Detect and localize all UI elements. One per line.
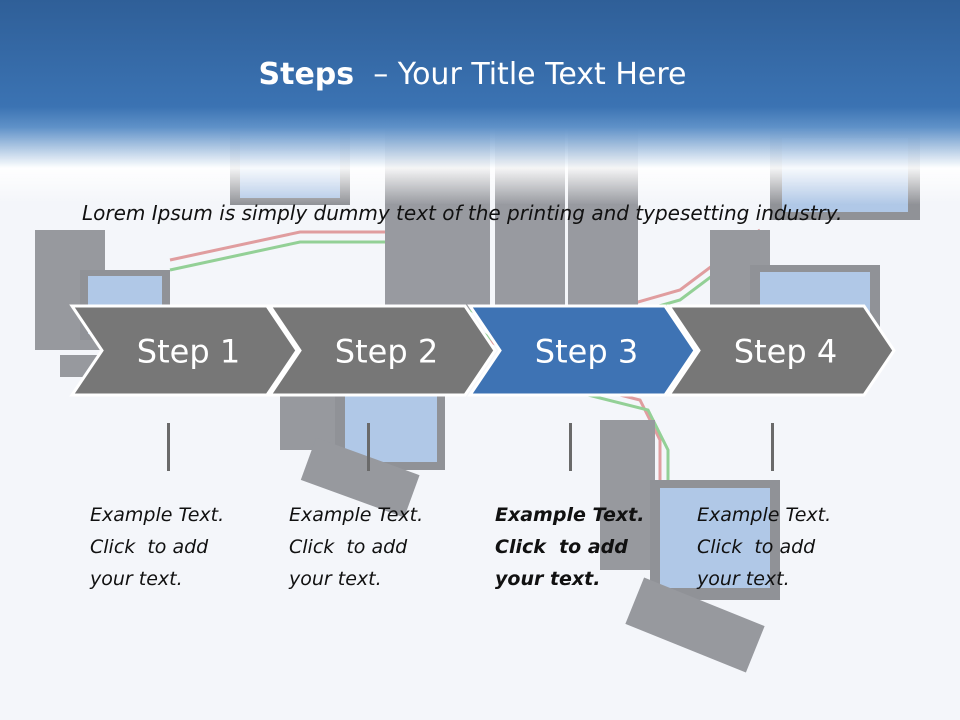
step-1-label: Step 1 (137, 333, 240, 371)
title-rest: – Your Title Text Here (354, 57, 687, 92)
step-text-line: Click to add (289, 536, 408, 558)
step-3-shape (467, 304, 697, 397)
step-4-chevron[interactable]: Step 4 (666, 304, 896, 397)
step-3-connector (569, 423, 572, 471)
step-4-text[interactable]: Example Text. Click to add your text. (697, 499, 872, 595)
step-3-label: Step 3 (535, 333, 638, 371)
step-text-line: Example Text. (289, 504, 424, 526)
step-4-connector (771, 423, 774, 471)
step-4-label: Step 4 (734, 333, 837, 371)
header-band (0, 0, 960, 205)
step-4-shape (666, 304, 896, 397)
step-text-line: your text. (495, 568, 601, 590)
step-1-connector (167, 423, 170, 471)
slide-title[interactable]: Steps – Your Title Text Here (0, 56, 945, 94)
step-text-line: Click to add (495, 536, 628, 558)
step-text-line: Click to add (90, 536, 209, 558)
step-2-chevron[interactable]: Step 2 (267, 304, 497, 397)
step-text-line: Click to add (697, 536, 816, 558)
step-2-connector (367, 423, 370, 471)
title-strong: Steps (258, 57, 355, 92)
step-2-text[interactable]: Example Text. Click to add your text. (289, 499, 464, 595)
step-text-line: Example Text. (90, 504, 225, 526)
step-1-text[interactable]: Example Text. Click to add your text. (90, 499, 265, 595)
step-1-chevron[interactable]: Step 1 (69, 304, 299, 397)
step-text-line: your text. (289, 568, 382, 590)
intro-text[interactable]: Lorem Ipsum is simply dummy text of the … (82, 201, 843, 225)
step-3-chevron[interactable]: Step 3 (467, 304, 697, 397)
step-2-label: Step 2 (335, 333, 438, 371)
step-text-line: your text. (697, 568, 790, 590)
step-text-line: your text. (90, 568, 183, 590)
step-text-line: Example Text. (495, 504, 645, 526)
step-2-shape (267, 304, 497, 397)
step-1-shape (69, 304, 299, 397)
step-3-text[interactable]: Example Text. Click to add your text. (495, 499, 670, 595)
step-text-line: Example Text. (697, 504, 832, 526)
